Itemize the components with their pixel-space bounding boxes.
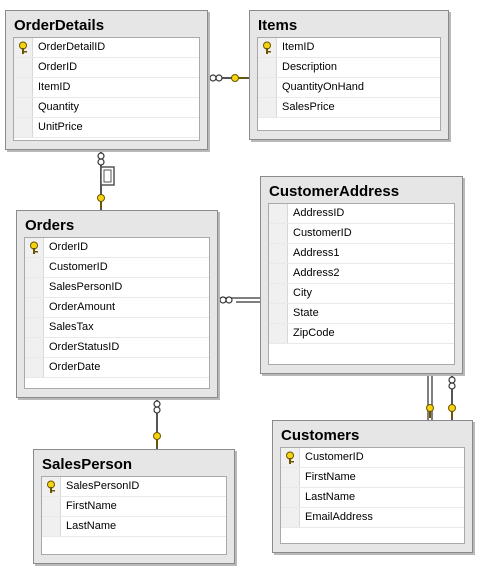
column-row[interactable]: FirstName [42,497,226,517]
relationship-orders-customeraddress[interactable] [218,296,260,304]
infinity-icon [219,296,233,304]
column-row[interactable]: AddressID [269,204,454,224]
column-name: LastName [66,520,117,532]
column-name: Description [282,61,338,73]
column-name: SalesTax [49,321,94,333]
column-list: SalesPersonID FirstName LastName [41,476,227,555]
column-name: OrderDate [49,361,101,373]
column-name: OrderID [38,61,78,73]
column-name: AddressID [293,207,345,219]
column-row[interactable]: CustomerID [269,224,454,244]
infinity-icon [209,74,223,82]
column-row[interactable]: ItemID [14,78,199,98]
column-row[interactable]: FirstName [281,468,464,488]
key-icon [153,432,161,446]
relationship-customeraddress-customers[interactable] [426,374,456,420]
column-row[interactable]: OrderID [14,58,199,78]
column-row[interactable]: EmailAddress [281,508,464,528]
column-name: ItemID [282,41,315,53]
key-icon [231,74,246,82]
column-row[interactable]: Description [258,58,440,78]
infinity-icon [97,152,105,166]
column-name: City [293,287,312,299]
column-row[interactable]: SalesPersonID [25,278,209,298]
column-name: SalesPersonID [66,480,140,492]
column-row[interactable]: Address2 [269,264,454,284]
table-customeraddress[interactable]: CustomerAddress AddressID CustomerID Add… [260,176,463,374]
column-list: ItemID Description QuantityOnHand SalesP… [257,37,441,131]
table-orders[interactable]: Orders OrderID CustomerID SalesPersonID … [16,210,218,398]
column-name: ZipCode [293,327,335,339]
column-row[interactable]: CustomerID [281,448,464,468]
column-name: SalesPrice [282,101,335,113]
column-name: Address1 [293,247,340,259]
column-row[interactable]: OrderDate [25,358,209,378]
infinity-icon [448,376,456,390]
column-row[interactable]: CustomerID [25,258,209,278]
column-row[interactable]: Address1 [269,244,454,264]
column-list: AddressID CustomerID Address1 Address2 C… [268,203,455,365]
table-customers[interactable]: Customers CustomerID FirstName LastName … [272,420,473,553]
column-name: QuantityOnHand [282,81,364,93]
column-list: OrderID CustomerID SalesPersonID OrderAm… [24,237,210,389]
column-row[interactable]: OrderID [25,238,209,258]
relationship-orders-salesperson[interactable] [153,398,161,449]
column-list: CustomerID FirstName LastName EmailAddre… [280,447,465,544]
key-icon [286,451,294,464]
column-name: OrderID [49,241,89,253]
column-name: UnitPrice [38,121,83,133]
key-icon [30,241,38,254]
column-name: OrderStatusID [49,341,120,353]
column-name: OrderAmount [49,301,116,313]
column-row[interactable]: SalesPersonID [42,477,226,497]
infinity-icon [153,400,161,414]
column-row[interactable]: City [269,284,454,304]
column-name: Quantity [38,101,79,113]
column-name: CustomerID [293,227,352,239]
column-row[interactable]: Quantity [14,98,199,118]
table-items[interactable]: Items ItemID Description QuantityOnHand … [249,10,449,140]
column-row[interactable]: ZipCode [269,324,454,344]
column-name: CustomerID [49,261,108,273]
table-title: Customers [281,427,360,444]
column-name: CustomerID [305,451,364,463]
column-name: State [293,307,319,319]
table-orderdetails[interactable]: OrderDetails OrderDetailID OrderID ItemI… [5,10,208,150]
table-title: Orders [25,217,75,234]
table-title: CustomerAddress [269,183,400,200]
table-salesperson[interactable]: SalesPerson SalesPersonID FirstName Last… [33,449,235,564]
column-row[interactable]: LastName [281,488,464,508]
column-row[interactable]: QuantityOnHand [258,78,440,98]
key-icon [19,41,27,54]
column-name: EmailAddress [305,511,373,523]
key-icon [97,194,105,208]
key-icon [426,404,434,418]
column-row[interactable]: OrderDetailID [14,38,199,58]
table-title: OrderDetails [14,17,105,34]
column-name: OrderDetailID [38,41,106,53]
key-icon [263,41,271,54]
column-name: FirstName [66,500,117,512]
relationship-orderdetails-orders[interactable] [97,150,115,210]
column-name: SalesPersonID [49,281,123,293]
column-name: Address2 [293,267,340,279]
column-row[interactable]: UnitPrice [14,118,199,138]
key-icon [47,480,55,493]
column-row[interactable]: LastName [42,517,226,537]
column-name: ItemID [38,81,71,93]
column-name: LastName [305,491,356,503]
column-row[interactable]: ItemID [258,38,440,58]
table-title: SalesPerson [42,456,133,473]
column-name: FirstName [305,471,356,483]
column-row[interactable]: OrderStatusID [25,338,209,358]
column-row[interactable]: OrderAmount [25,298,209,318]
column-list: OrderDetailID OrderID ItemID Quantity Un… [13,37,200,141]
column-row[interactable]: SalesPrice [258,98,440,118]
key-icon [448,404,456,418]
relationship-orderdetails-items[interactable] [208,74,249,82]
column-row[interactable]: State [269,304,454,324]
column-row[interactable]: SalesTax [25,318,209,338]
table-title: Items [258,17,298,34]
